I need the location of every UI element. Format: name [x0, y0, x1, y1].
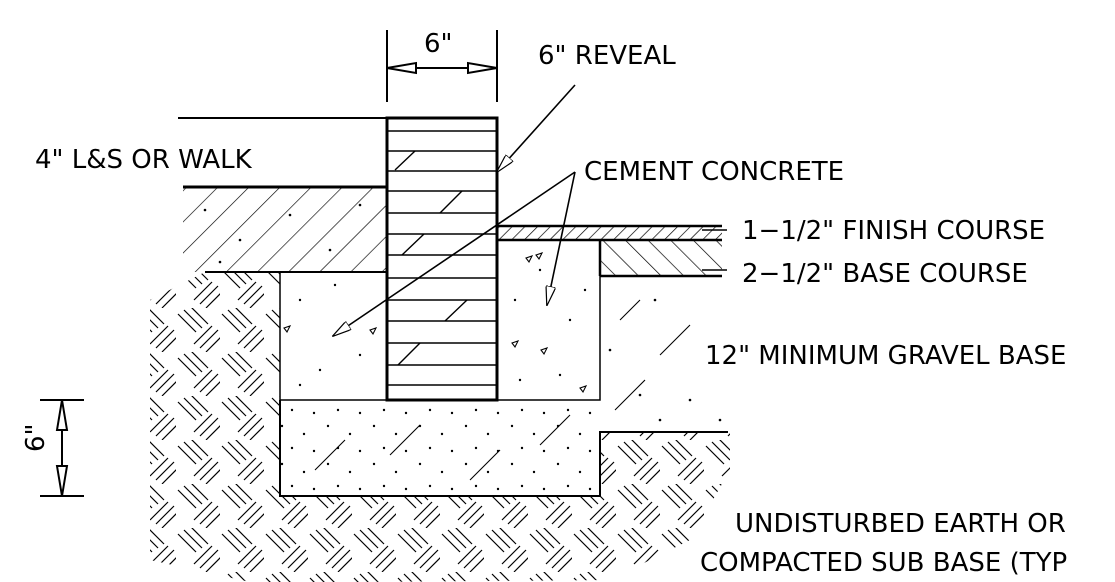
curb	[385, 116, 499, 402]
leaders	[333, 84, 727, 336]
top-dimension-label: 6"	[424, 29, 453, 59]
base-course-label: 2−1/2" BASE COURSE	[742, 259, 1028, 289]
walk-section	[183, 185, 387, 272]
earth-label-line1: UNDISTURBED EARTH OR	[735, 509, 1066, 539]
side-dimension	[40, 399, 84, 497]
finish-course-label: 1−1/2" FINISH COURSE	[742, 216, 1045, 246]
gravel-base-label: 12" MINIMUM GRAVEL BASE	[705, 341, 1067, 371]
earth-label-line2: COMPACTED SUB BASE (TYP	[700, 548, 1067, 578]
finish-course	[497, 224, 722, 242]
base-course	[598, 240, 722, 278]
earth-outlines	[205, 271, 728, 497]
reveal-label: 6" REVEAL	[538, 41, 676, 71]
top-dimension	[178, 30, 498, 119]
cement-concrete-label: CEMENT CONCRETE	[584, 157, 844, 187]
undisturbed-earth	[150, 272, 730, 582]
side-dimension-label: 6"	[21, 423, 51, 452]
walk-label: 4" L&S OR WALK	[35, 145, 253, 175]
gravel-base	[280, 298, 722, 496]
